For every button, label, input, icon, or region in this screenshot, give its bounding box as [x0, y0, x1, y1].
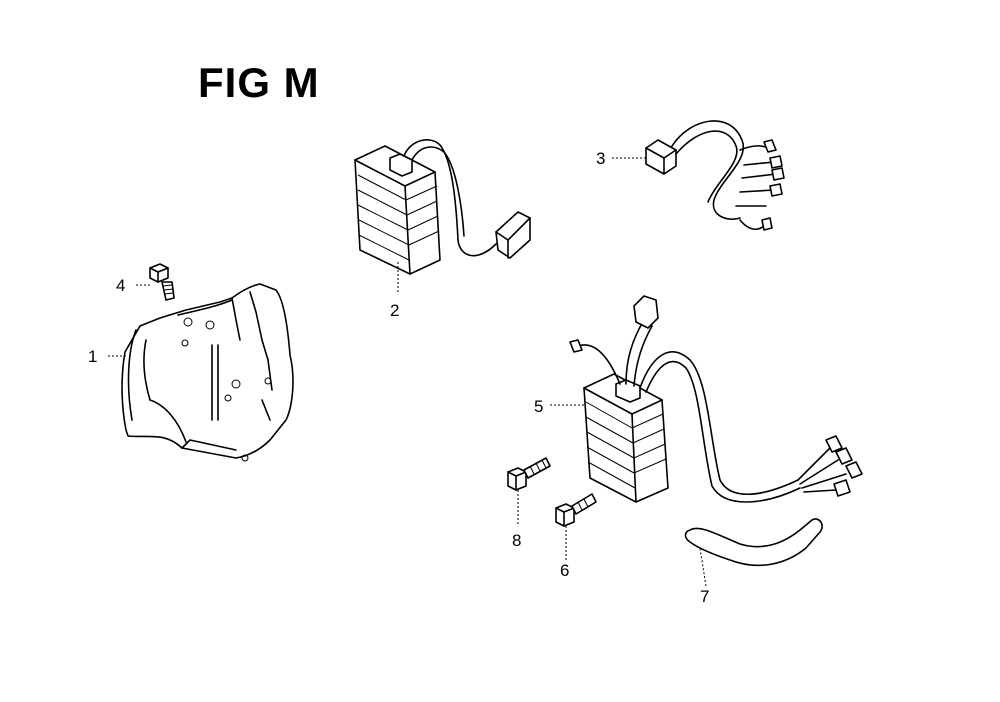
callout-7: 7: [700, 587, 709, 606]
part-8-bolt[interactable]: [507, 457, 551, 491]
figure-title: FIG M: [198, 59, 320, 106]
callout-6: 6: [560, 561, 569, 580]
callout-5: 5: [534, 397, 543, 416]
callout-8: 8: [512, 531, 521, 550]
part-6-bolt[interactable]: [555, 493, 597, 527]
callout-3: 3: [596, 149, 605, 168]
callout-4: 4: [116, 276, 125, 295]
part-3-harness[interactable]: [645, 120, 785, 231]
callout-2: 2: [390, 301, 399, 320]
part-4-bolt[interactable]: [149, 263, 175, 301]
part-1-cover[interactable]: [121, 283, 294, 462]
part-5-regulator[interactable]: [569, 295, 863, 503]
leader-lines: [108, 157, 707, 587]
part-7-tube[interactable]: [684, 518, 823, 567]
callout-1: 1: [88, 347, 97, 366]
part-2-regulator[interactable]: [354, 139, 531, 275]
